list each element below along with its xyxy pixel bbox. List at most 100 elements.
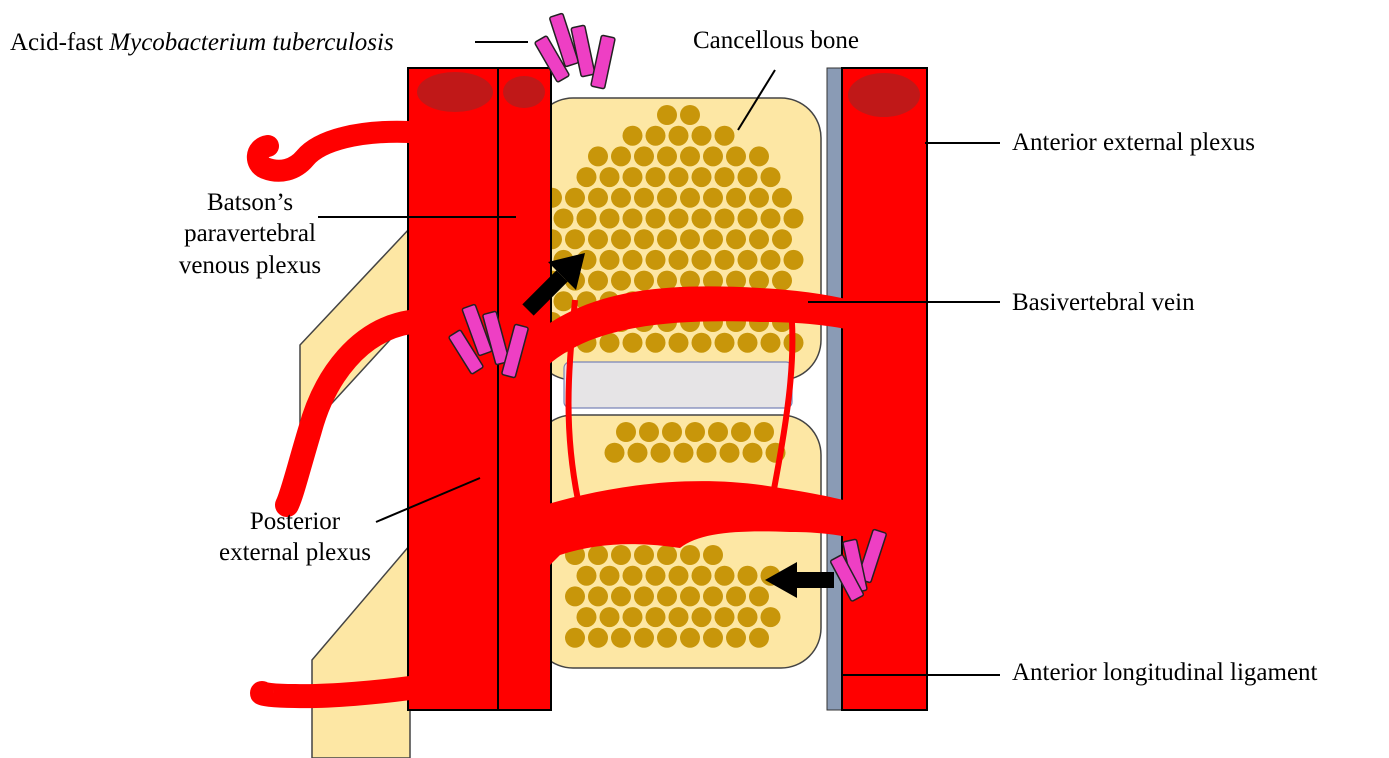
trabecula-dot [680, 628, 700, 648]
trabecula-dot [565, 188, 585, 208]
trabecula-dot [623, 250, 643, 270]
trabecula-dot [623, 607, 643, 627]
trabecula-dot [634, 628, 654, 648]
trabecula-dot [674, 443, 694, 463]
trabecula-dot [611, 586, 631, 606]
trabecula-dot [726, 229, 746, 249]
trabecula-dot [669, 209, 689, 229]
batson-plexus-column-inner [498, 68, 551, 710]
label-batson-line3: venous plexus [150, 250, 350, 281]
trabecula-dot [715, 126, 735, 146]
trabecula-dot [749, 188, 769, 208]
label-batson-line2: paravertebral [150, 218, 350, 249]
trabecula-dot [738, 333, 758, 353]
trabecula-dot [577, 607, 597, 627]
trabecula-dot [692, 209, 712, 229]
trabecula-dot [634, 229, 654, 249]
trabecula-dot [646, 167, 666, 187]
trabecula-dot [634, 188, 654, 208]
trabecula-dot [634, 271, 654, 291]
trabecula-dot [692, 607, 712, 627]
trabecula-dot [577, 167, 597, 187]
trabecula-dot [611, 188, 631, 208]
trabecula-dot [588, 188, 608, 208]
trabecula-dot [657, 188, 677, 208]
trabecula-dot [680, 105, 700, 125]
trabecula-dot [611, 146, 631, 166]
trabecula-dot [761, 250, 781, 270]
label-anterior-external-plexus: Anterior external plexus [1012, 127, 1255, 158]
trabecula-dot [577, 209, 597, 229]
trabecula-dot [639, 422, 659, 442]
label-acid-fast: Acid-fast Mycobacterium tuberculosis [10, 27, 394, 58]
trabecula-dot [646, 333, 666, 353]
trabecula-dot [588, 229, 608, 249]
trabecula-dot [715, 607, 735, 627]
trabecula-dot [565, 628, 585, 648]
trabecula-dot [692, 126, 712, 146]
trabecula-dot [588, 545, 608, 565]
intervertebral-disc [564, 362, 792, 408]
trabecula-dot [669, 333, 689, 353]
trabecula-dot [731, 422, 751, 442]
trabecula-dot [657, 545, 677, 565]
trabecula-dot [703, 188, 723, 208]
trabecula-dot [646, 250, 666, 270]
trabecula-dot [703, 229, 723, 249]
trabecula-dot [554, 209, 574, 229]
label-batson-plexus: Batson’s paravertebral venous plexus [150, 187, 350, 281]
trabecula-dot [623, 126, 643, 146]
trabecula-dot [749, 229, 769, 249]
trabecula-dot [726, 146, 746, 166]
trabecula-dot [565, 229, 585, 249]
trabecula-dot [634, 586, 654, 606]
trabecula-dot [600, 167, 620, 187]
trabecula-dot [703, 628, 723, 648]
tributary-lower [262, 688, 410, 696]
trabecula-dot [738, 250, 758, 270]
trabecula-dot [692, 250, 712, 270]
trabecula-dot [784, 250, 804, 270]
trabecula-dot [623, 566, 643, 586]
trabecula-dot [726, 628, 746, 648]
trabecula-dot [692, 566, 712, 586]
trabecula-dot [703, 586, 723, 606]
trabecula-dot [703, 545, 723, 565]
trabecula-dot [761, 333, 781, 353]
trabecula-dot [680, 229, 700, 249]
trabecula-dot [588, 586, 608, 606]
trabecula-dot [646, 126, 666, 146]
trabecula-dot [715, 167, 735, 187]
trabecula-dot [623, 167, 643, 187]
anterior-longitudinal-ligament-band [827, 68, 842, 710]
trabecula-dot [600, 566, 620, 586]
trabecula-dot [772, 229, 792, 249]
trabecula-dot [772, 271, 792, 291]
label-acid-fast-prefix: Acid-fast [10, 29, 103, 56]
trabecula-dot [726, 586, 746, 606]
label-posterior-line2: external plexus [195, 537, 395, 568]
trabecula-dot [565, 586, 585, 606]
trabecula-dot [680, 545, 700, 565]
trabecula-dot [605, 443, 625, 463]
posterior-element-lower [312, 545, 410, 758]
trabecula-dot [646, 209, 666, 229]
trabecula-dot [600, 250, 620, 270]
trabecula-dot [784, 209, 804, 229]
vessel-lumen-anterior [848, 73, 920, 117]
trabecula-dot [623, 209, 643, 229]
label-basivertebral-vein: Basivertebral vein [1012, 287, 1195, 318]
trabecula-dot [754, 422, 774, 442]
trabecula-dot [657, 105, 677, 125]
trabecula-dot [669, 607, 689, 627]
trabecula-dot [646, 607, 666, 627]
trabecula-dot [669, 250, 689, 270]
trabecula-dot [669, 566, 689, 586]
trabecula-dot [646, 566, 666, 586]
trabecula-dot [697, 443, 717, 463]
trabecula-dot [715, 209, 735, 229]
trabecula-dot [577, 566, 597, 586]
trabecula-dot [634, 146, 654, 166]
trabecula-dot [611, 628, 631, 648]
